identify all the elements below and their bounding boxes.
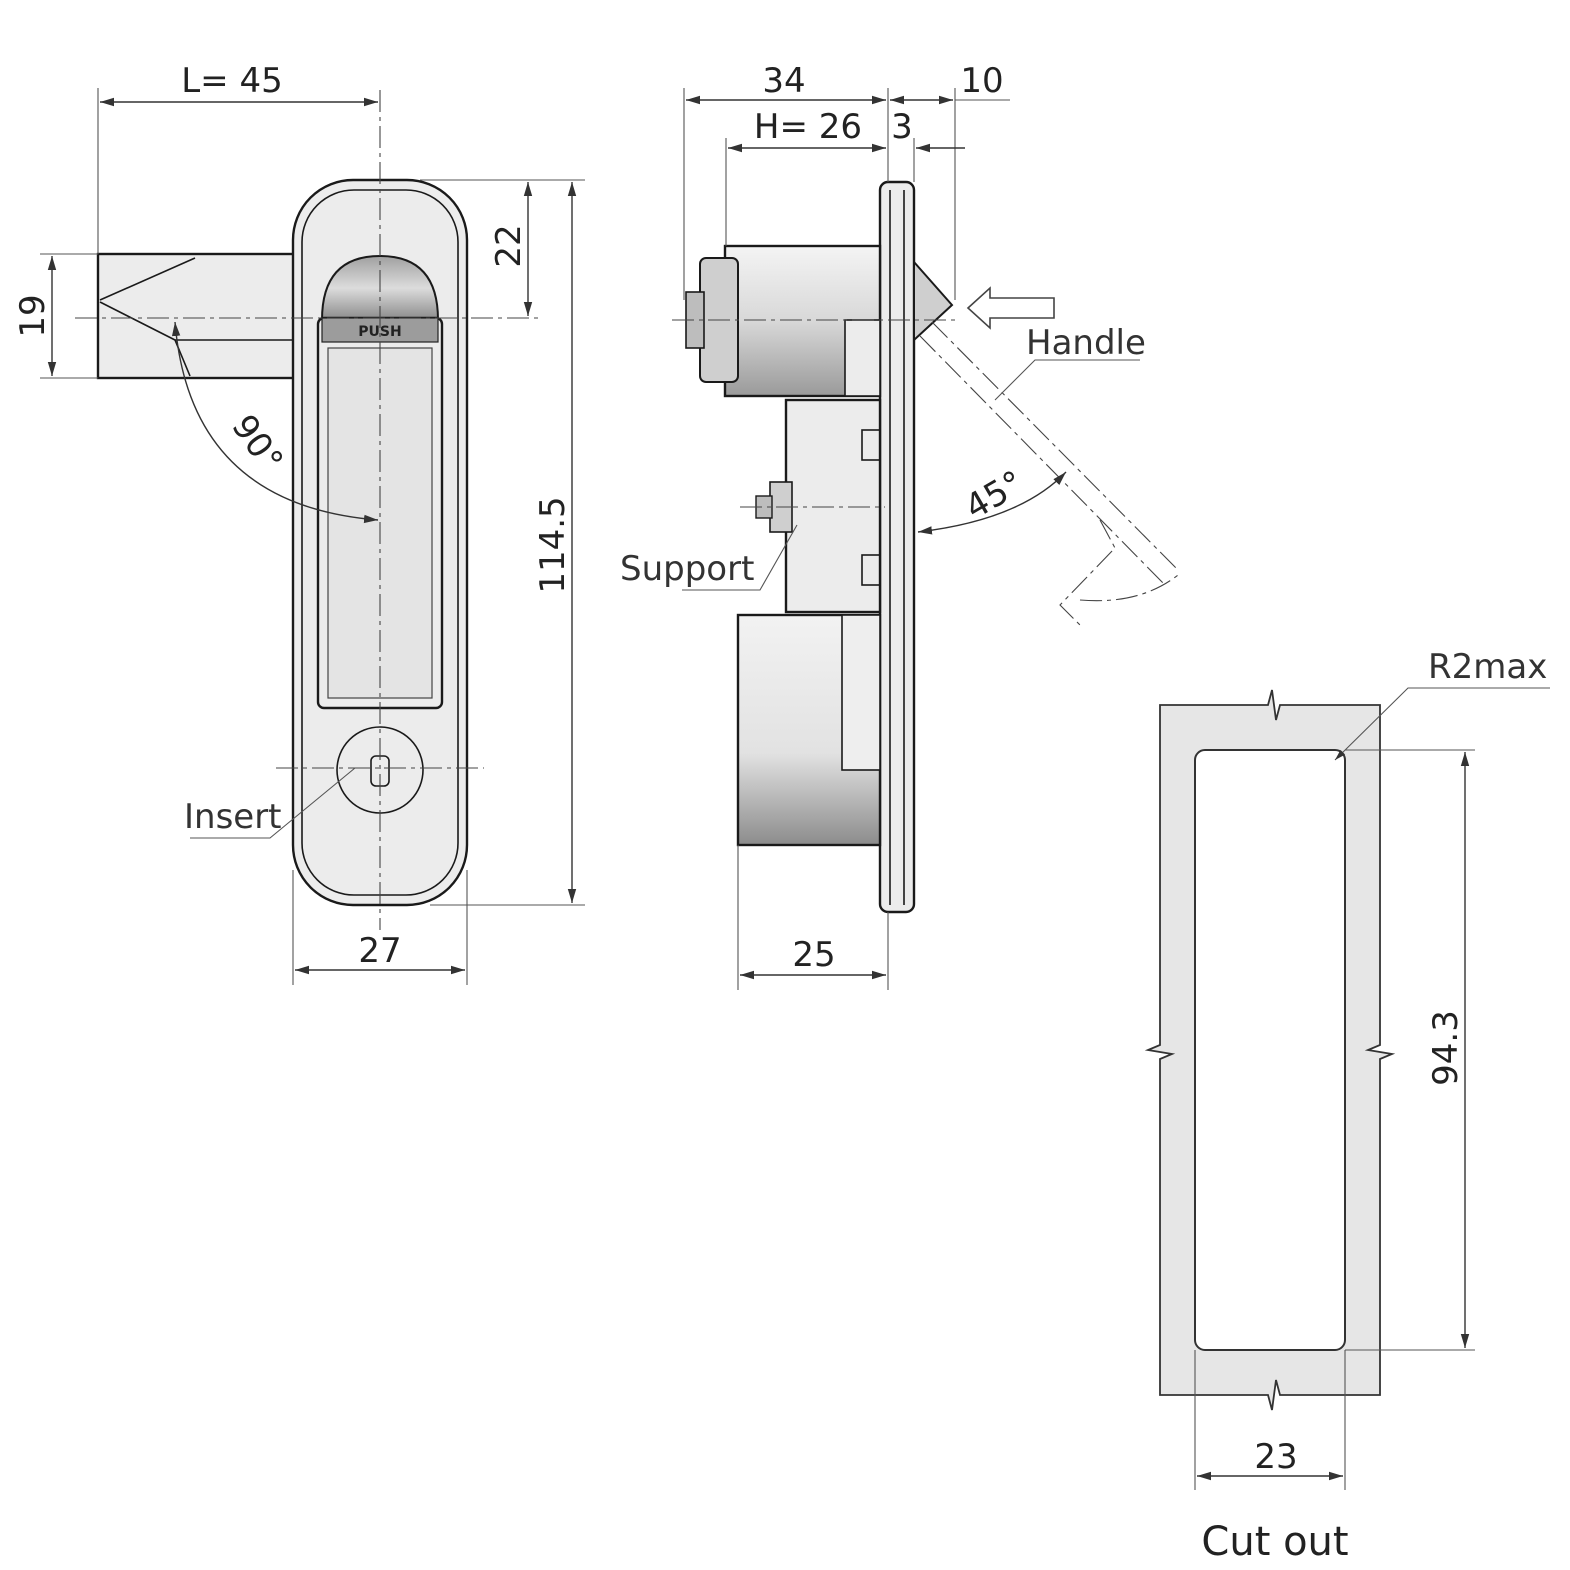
dim-10: 10 <box>960 61 1003 101</box>
cutout-title: Cut out <box>1201 1519 1348 1565</box>
cutout-view: R2max 94.3 23 Cut out <box>1144 647 1550 1565</box>
latch-tongue <box>96 252 300 380</box>
dim-34: 34 <box>762 61 805 101</box>
front-view: PUSH L= 45 19 22 114.5 27 <box>13 61 585 985</box>
dim-23: 23 <box>1254 1437 1297 1477</box>
label-handle: Handle <box>1026 323 1146 363</box>
dim-94-3: 94.3 <box>1426 1010 1466 1086</box>
label-r2max: R2max <box>1428 647 1547 687</box>
side-view: 34 10 H= 26 3 25 45° Handle Support <box>620 61 1179 990</box>
handle-phantom <box>919 321 1179 626</box>
support-block <box>784 398 882 614</box>
mounting-flange <box>878 180 916 914</box>
dim-H-26: H= 26 <box>754 107 862 147</box>
push-arrow-icon <box>966 286 1055 330</box>
dim-114-5: 114.5 <box>533 496 573 593</box>
dim-25: 25 <box>792 935 835 975</box>
dim-22: 22 <box>489 224 529 267</box>
angle-45: 45° <box>958 463 1030 528</box>
label-insert: Insert <box>184 797 282 837</box>
angle-90: 90° <box>223 408 290 480</box>
dim-L-45: L= 45 <box>181 61 283 101</box>
cutout-opening <box>1194 749 1346 1351</box>
dim-19: 19 <box>13 294 53 337</box>
dim-3: 3 <box>891 107 913 147</box>
dim-27: 27 <box>358 931 401 971</box>
label-support: Support <box>620 549 754 589</box>
